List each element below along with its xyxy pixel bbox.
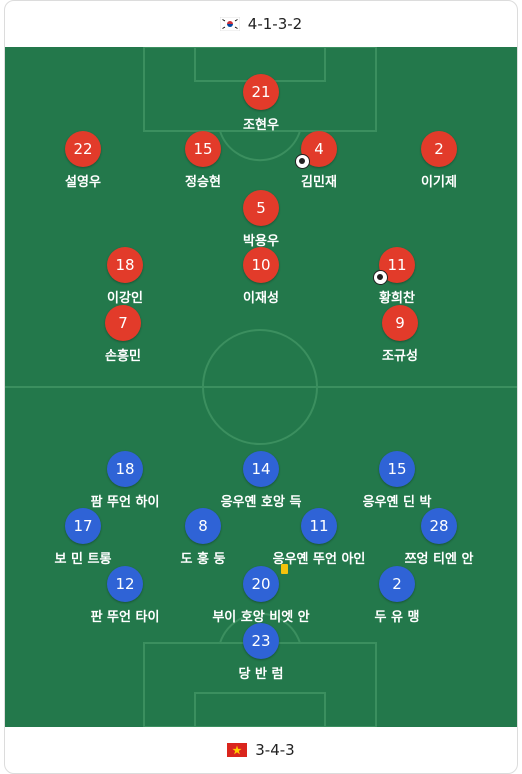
player-name: 응우옌 딘 박: [362, 495, 432, 510]
player-name: 이강인: [107, 291, 143, 306]
player-number: 12: [107, 566, 143, 602]
away-player[interactable]: 14 응우옌 호앙 득: [201, 451, 321, 510]
player-name: 조규성: [382, 349, 418, 364]
player-name: 조현우: [243, 118, 279, 133]
player-name: 이기제: [421, 175, 457, 190]
player-name: 팜 뚜언 하이: [90, 495, 160, 510]
goal-ball-icon: [373, 270, 388, 285]
home-player[interactable]: 11 황희찬: [337, 247, 457, 306]
away-player[interactable]: 2 두 유 맹: [337, 566, 457, 625]
player-number: 15: [185, 131, 221, 167]
player-name: 황희찬: [379, 291, 415, 306]
home-team-header: 4-1-3-2: [5, 1, 517, 47]
player-name: 이재성: [243, 291, 279, 306]
player-name: 응우옌 호앙 득: [220, 495, 302, 510]
away-player[interactable]: 11 응우옌 뚜언 아인: [259, 508, 379, 567]
away-player[interactable]: 17 보 민 트롱: [23, 508, 143, 567]
away-player[interactable]: 28 쯔엉 티엔 안: [379, 508, 499, 567]
player-number: 2: [421, 131, 457, 167]
home-player[interactable]: 10 이재성: [201, 247, 321, 306]
player-number: 18: [107, 451, 143, 487]
player-name: 응우옌 뚜언 아인: [272, 552, 366, 567]
player-name: 부이 호앙 비엣 안: [212, 610, 310, 625]
away-player[interactable]: 18 팜 뚜언 하이: [65, 451, 185, 510]
home-player[interactable]: 15 정승현: [143, 131, 263, 190]
home-player[interactable]: 22 설영우: [23, 131, 143, 190]
player-number: 7: [105, 305, 141, 341]
player-number: 10: [243, 247, 279, 283]
home-player[interactable]: 9 조규성: [340, 305, 460, 364]
player-number: 15: [379, 451, 415, 487]
player-number: 22: [65, 131, 101, 167]
player-number: 4: [314, 140, 324, 158]
home-player[interactable]: 2 이기제: [379, 131, 499, 190]
player-number: 23: [243, 623, 279, 659]
player-name: 손흥민: [105, 349, 141, 364]
player-name: 쯔엉 티엔 안: [404, 552, 474, 567]
away-team-header: 3-4-3: [5, 727, 517, 773]
away-player[interactable]: 23 당 반 럼: [201, 623, 321, 682]
away-player[interactable]: 12 판 뚜언 타이: [65, 566, 185, 625]
player-name: 판 뚜언 타이: [90, 610, 160, 625]
home-player[interactable]: 5 박용우: [201, 190, 321, 249]
player-name: 설영우: [65, 175, 101, 190]
home-player[interactable]: 7 손흥민: [63, 305, 183, 364]
away-player[interactable]: 8 도 훙 둥: [143, 508, 263, 567]
player-number: 11: [387, 256, 407, 274]
away-player[interactable]: 15 응우옌 딘 박: [337, 451, 457, 510]
player-name: 당 반 럼: [238, 667, 284, 682]
south-korea-flag-icon: [219, 16, 241, 32]
player-number: 18: [107, 247, 143, 283]
player-number: 20: [251, 575, 271, 593]
player-name: 김민재: [301, 175, 337, 190]
player-number: 5: [243, 190, 279, 226]
player-name: 보 민 트롱: [54, 552, 112, 567]
player-number: 21: [243, 74, 279, 110]
away-player[interactable]: 20 부이 호앙 비엣 안: [201, 564, 321, 625]
player-number: 14: [243, 451, 279, 487]
yellow-card-icon: [281, 564, 288, 574]
player-name: 정승현: [185, 175, 221, 190]
player-name: 두 유 맹: [374, 610, 420, 625]
home-formation: 4-1-3-2: [247, 15, 303, 33]
player-number: 11: [301, 508, 337, 544]
player-name: 박용우: [243, 234, 279, 249]
away-formation: 3-4-3: [255, 741, 295, 759]
vietnam-flag-icon: [227, 743, 248, 757]
player-number: 2: [379, 566, 415, 602]
player-number: 28: [421, 508, 457, 544]
home-player[interactable]: 21 조현우: [201, 74, 321, 133]
player-name: 도 훙 둥: [180, 552, 226, 567]
pitch: 21 조현우 22 설영우 15 정승현 4 김민재 2 이기제 5 박용우 1…: [5, 47, 517, 727]
player-number: 17: [65, 508, 101, 544]
player-number: 9: [382, 305, 418, 341]
player-number: 8: [185, 508, 221, 544]
goal-ball-icon: [295, 154, 310, 169]
home-player[interactable]: 4 김민재: [259, 131, 379, 190]
home-player[interactable]: 18 이강인: [65, 247, 185, 306]
lineup-card: 4-1-3-2 21 조현우 22 설영우 15 정승현: [4, 0, 518, 774]
